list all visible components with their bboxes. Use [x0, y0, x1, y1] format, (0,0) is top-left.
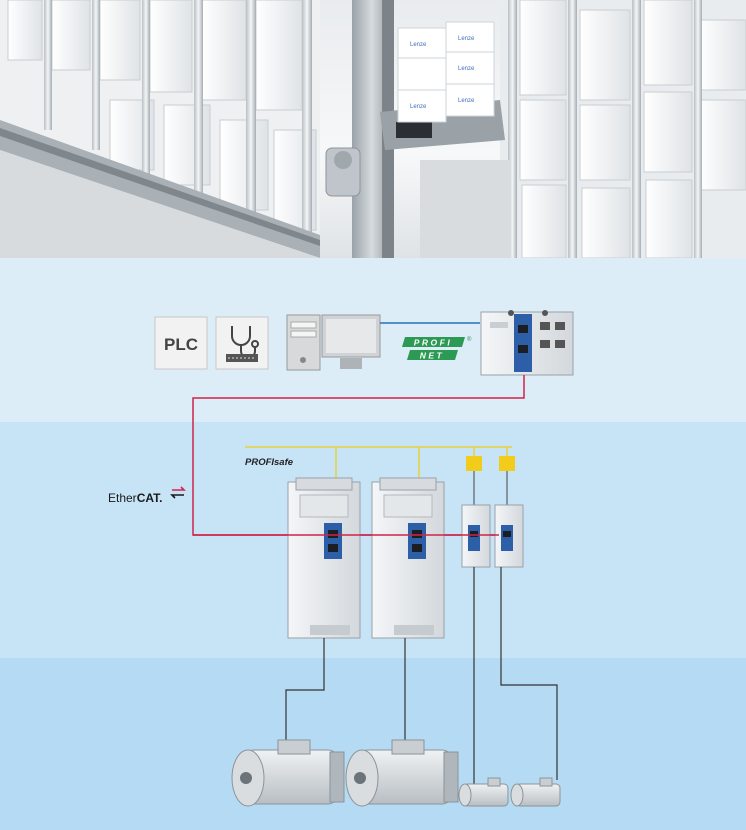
right-rack [500, 0, 746, 258]
box-brand-label: Lenze [410, 42, 427, 48]
profinet-registered-mark: ® [467, 336, 472, 343]
plc-label: PLC [164, 335, 198, 354]
box-brand-label: Lenze [458, 36, 475, 42]
motor-large-2 [345, 739, 459, 807]
keyboard-icon [226, 354, 258, 362]
profinet-label-top: PROFI [414, 338, 452, 348]
monitor-icon [321, 314, 381, 369]
servo-motor-1 [458, 777, 509, 807]
ethercat-logo: EtherCAT. [108, 486, 186, 505]
controller-device [480, 310, 574, 376]
warehouse-illustration: Lenze Lenze Lenze Lenze Lenze [0, 0, 746, 258]
motor-cable [500, 567, 558, 780]
pc-icon [286, 314, 321, 371]
inverter-small-2 [494, 504, 524, 568]
warehouse-photo: Lenze Lenze Lenze Lenze Lenze [0, 0, 746, 258]
profinet-logo: PROFI NET ® [402, 336, 472, 361]
diagnostics-tile [215, 316, 269, 370]
stacker-crane: Lenze Lenze Lenze Lenze Lenze [325, 0, 510, 258]
motor-large-1 [231, 739, 345, 807]
profisafe-label: PROFIsafe [245, 457, 294, 468]
plc-tile: PLC [154, 316, 208, 370]
system-diagram: PLC [0, 258, 746, 830]
ethercat-suffix: CAT. [137, 491, 163, 505]
inverter-small-1 [461, 504, 491, 568]
motor-cable [285, 638, 325, 748]
safety-connector [466, 456, 482, 471]
box-brand-label: Lenze [410, 104, 427, 110]
inverter-large-1 [287, 477, 361, 639]
servo-motor-2 [510, 777, 561, 807]
ethercat-prefix: Ether [108, 491, 137, 505]
profinet-label-bottom: NET [420, 351, 445, 361]
box-brand-label: Lenze [458, 98, 475, 104]
box-brand-label: Lenze [458, 66, 475, 72]
left-rack [0, 0, 320, 258]
svg-text:EtherCAT.: EtherCAT. [108, 491, 162, 505]
safety-connector [499, 456, 515, 471]
inverter-large-2 [371, 477, 445, 639]
topology-svg: PLC [108, 310, 574, 807]
